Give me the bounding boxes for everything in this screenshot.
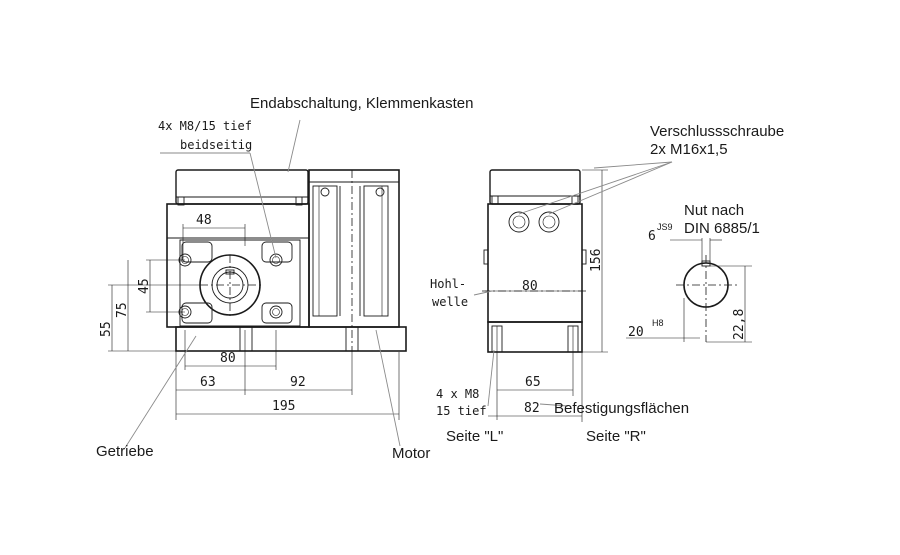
side-housing (487, 203, 583, 323)
label-motor: Motor (392, 445, 430, 462)
shaft-detail: 6 JS9 20 H8 22,8 (626, 222, 752, 343)
mounting-foot (175, 326, 407, 352)
dim-80-side: 80 (522, 279, 538, 294)
label-mounting-faces: Befestigungsflächen (554, 400, 689, 417)
dim-55: 55 (99, 321, 114, 337)
label-bolt-holes-1: 4x M8/15 tief (158, 119, 252, 133)
dim-75: 75 (115, 302, 130, 318)
label-mount-threads-2: 15 tief (436, 404, 487, 418)
side-view (482, 169, 587, 353)
dim-156: 156 (589, 249, 604, 272)
leaders (124, 119, 673, 449)
dim-80-front: 80 (220, 351, 236, 366)
bolt-hole (269, 305, 283, 319)
front-dimensions: 48 45 55 75 80 63 92 195 (99, 213, 400, 420)
dim-20: 20 (628, 325, 644, 340)
dim-92: 92 (290, 375, 306, 390)
label-screw-plug-1: Verschlussschraube (650, 123, 784, 140)
label-side-l: Seite "L" (446, 428, 503, 445)
label-screw-plug-2: 2x M16x1,5 (650, 141, 728, 158)
side-dimensions: 80 156 65 82 (485, 169, 608, 422)
side-terminal-box (489, 169, 581, 205)
dim-22-8: 22,8 (732, 309, 747, 340)
label-groove-1: Nut nach (684, 202, 744, 219)
label-bolt-holes-2: beidseitig (180, 138, 252, 152)
screw-plug (538, 211, 560, 233)
dim-45: 45 (137, 278, 152, 294)
label-hollow-1: Hohl- (430, 277, 466, 291)
screw-plug (508, 211, 530, 233)
label-limit-switch: Endabschaltung, Klemmenkasten (250, 95, 473, 112)
label-mount-threads-1: 4 x M8 (436, 387, 479, 401)
label-groove-2: DIN 6885/1 (684, 220, 760, 237)
shaft-bore (683, 262, 729, 308)
front-view (166, 169, 407, 352)
bolt-hole (269, 253, 283, 267)
dim-63: 63 (200, 375, 216, 390)
dim-6: 6 (648, 229, 656, 244)
label-gearbox: Getriebe (96, 443, 154, 460)
side-foot (487, 321, 583, 353)
label-side-r: Seite "R" (586, 428, 646, 445)
dim-82: 82 (524, 401, 540, 416)
label-hollow-2: welle (432, 295, 468, 309)
motor-housing (308, 169, 400, 328)
dim-48: 48 (196, 213, 212, 228)
dim-65: 65 (525, 375, 541, 390)
dim-195: 195 (272, 399, 295, 414)
terminal-box (175, 169, 309, 205)
dim-20-tolerance: H8 (652, 318, 664, 328)
dim-6-tolerance: JS9 (657, 222, 673, 232)
